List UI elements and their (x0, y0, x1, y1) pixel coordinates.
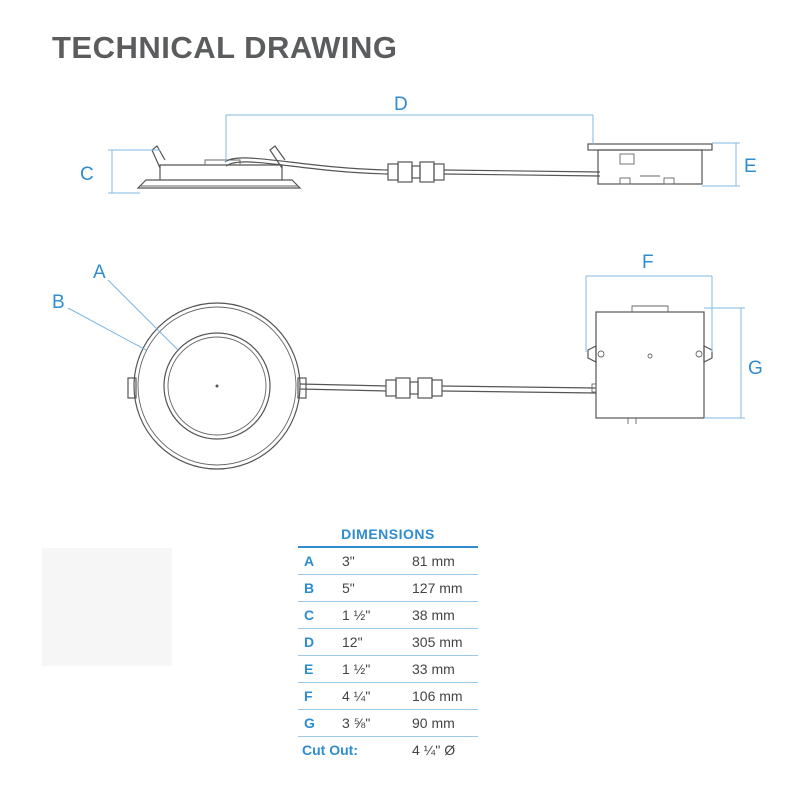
side-connector (387, 161, 445, 183)
top-junction-box (587, 305, 713, 424)
label-g: G (748, 358, 763, 379)
row-mm: 38 mm (412, 607, 455, 623)
row-key: F (304, 688, 313, 704)
label-a: A (93, 262, 106, 283)
label-f: F (642, 252, 654, 273)
row-key: G (304, 715, 315, 731)
dimensions-table: DIMENSIONS A 3" 81 mm B 5" 127 mm C 1 ½"… (298, 526, 478, 763)
page-title: TECHNICAL DRAWING (52, 30, 398, 65)
row-inch: 1 ½" (342, 607, 371, 623)
cutout-row: Cut Out: 4 ¼" Ø (298, 737, 478, 763)
blank-panel (42, 548, 172, 666)
row-mm: 127 mm (412, 580, 463, 596)
row-inch: 5" (342, 580, 355, 596)
cutout-value: 4 ¼" Ø (412, 742, 456, 758)
row-key: D (304, 634, 315, 650)
row-key: E (304, 661, 314, 677)
side-view (108, 114, 740, 194)
row-inch: 1 ½" (342, 661, 371, 677)
label-d: D (394, 94, 408, 115)
side-junction-box (587, 143, 713, 185)
row-key: B (304, 580, 315, 596)
table-row: C 1 ½" 38 mm (298, 602, 478, 629)
row-inch: 12" (342, 634, 363, 650)
row-mm: 33 mm (412, 661, 455, 677)
row-mm: 106 mm (412, 688, 463, 704)
table-row: G 3 ⅝" 90 mm (298, 710, 478, 737)
row-mm: 305 mm (412, 634, 463, 650)
row-mm: 81 mm (412, 553, 455, 569)
table-row: F 4 ¼" 106 mm (298, 683, 478, 710)
label-c: C (80, 164, 94, 185)
label-e: E (744, 156, 757, 177)
table-row: E 1 ½" 33 mm (298, 656, 478, 683)
row-inch: 4 ¼" (342, 688, 371, 704)
table-header: DIMENSIONS (298, 526, 478, 548)
row-key: C (304, 607, 315, 623)
table-row: B 5" 127 mm (298, 575, 478, 602)
top-connector (385, 377, 443, 399)
label-b: B (52, 292, 65, 313)
row-inch: 3 ⅝" (342, 715, 371, 731)
row-key: A (304, 553, 315, 569)
table-row: D 12" 305 mm (298, 629, 478, 656)
row-mm: 90 mm (412, 715, 455, 731)
top-view (67, 275, 745, 470)
table-row: A 3" 81 mm (298, 548, 478, 575)
row-inch: 3" (342, 553, 355, 569)
cutout-label: Cut Out: (302, 742, 358, 758)
technical-drawing: C D E A B F G (52, 94, 763, 470)
